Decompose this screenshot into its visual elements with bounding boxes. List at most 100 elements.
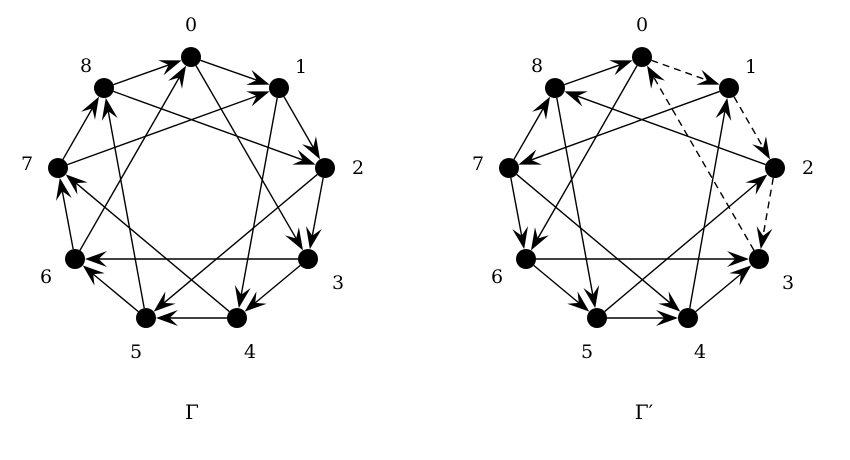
arrowhead bbox=[56, 177, 72, 201]
node-1 bbox=[269, 78, 289, 98]
edge-line bbox=[513, 108, 544, 160]
arrowhead bbox=[532, 96, 551, 120]
edge-2-to-3 bbox=[306, 177, 324, 250]
node-label-1: 1 bbox=[745, 56, 757, 78]
node-label-6: 6 bbox=[40, 266, 52, 288]
edge-line bbox=[564, 64, 620, 86]
arrowhead bbox=[65, 174, 88, 195]
edge-line bbox=[62, 108, 93, 160]
edge-1-to-7 bbox=[518, 90, 720, 165]
edge-line bbox=[762, 177, 774, 236]
edge-line bbox=[67, 95, 258, 166]
edge-line bbox=[240, 97, 278, 295]
edge-8-to-5 bbox=[556, 97, 600, 309]
node-label-7: 7 bbox=[21, 153, 33, 175]
arrowhead bbox=[292, 149, 316, 165]
edge-line bbox=[533, 264, 580, 304]
edge-6-to-5 bbox=[533, 264, 590, 312]
edge-8-to-0 bbox=[564, 60, 633, 86]
node-label-5: 5 bbox=[581, 341, 593, 363]
graph-caption: Γ′ bbox=[635, 400, 654, 424]
arrowhead bbox=[752, 136, 771, 160]
edge-line bbox=[651, 59, 707, 81]
edge-0-to-6 bbox=[530, 65, 638, 251]
node-0 bbox=[632, 47, 652, 67]
node-8 bbox=[94, 78, 114, 98]
node-7 bbox=[499, 158, 519, 178]
arrowhead bbox=[696, 69, 720, 85]
node-label-7: 7 bbox=[472, 153, 484, 175]
arrowhead bbox=[647, 65, 665, 89]
arrowhead bbox=[512, 226, 528, 250]
edge-2-to-3 bbox=[756, 177, 774, 250]
edge-1-to-2 bbox=[733, 96, 771, 160]
edge-line bbox=[254, 264, 301, 304]
arrowhead bbox=[727, 251, 749, 267]
arrowhead bbox=[583, 285, 600, 309]
edge-6-to-0 bbox=[79, 65, 187, 251]
arrowhead bbox=[168, 65, 187, 89]
node-label-8: 8 bbox=[531, 55, 543, 77]
edge-5-to-8 bbox=[101, 97, 145, 309]
edge-7-to-8 bbox=[62, 96, 100, 160]
edge-7-to-1 bbox=[67, 91, 270, 166]
node-label-3: 3 bbox=[332, 272, 344, 294]
edge-2-to-5 bbox=[153, 173, 318, 312]
edge-4-to-5 bbox=[156, 310, 227, 326]
edge-6-to-3 bbox=[536, 251, 749, 267]
edge-line bbox=[195, 65, 297, 239]
edge-1-to-2 bbox=[283, 96, 321, 160]
arrowhead bbox=[246, 69, 270, 85]
arrowhead bbox=[745, 174, 768, 195]
edge-0-to-1 bbox=[200, 59, 270, 85]
edge-8-to-0 bbox=[113, 60, 182, 86]
node-6 bbox=[65, 249, 85, 269]
edge-line bbox=[75, 182, 230, 313]
arrowhead bbox=[81, 96, 100, 120]
node-label-0: 0 bbox=[636, 14, 648, 36]
edge-line bbox=[733, 96, 764, 148]
node-0 bbox=[181, 47, 201, 67]
arrowhead bbox=[85, 251, 107, 267]
edge-line bbox=[107, 111, 145, 309]
edge-0-to-1 bbox=[651, 59, 720, 85]
node-label-8: 8 bbox=[80, 55, 92, 77]
arrowhead bbox=[101, 97, 118, 121]
node-7 bbox=[48, 158, 68, 178]
edge-line bbox=[604, 182, 758, 313]
edge-line bbox=[200, 59, 257, 81]
node-label-3: 3 bbox=[782, 272, 794, 294]
node-5 bbox=[136, 308, 156, 328]
node-6 bbox=[516, 249, 536, 269]
arrowhead bbox=[82, 265, 105, 286]
arrowhead bbox=[715, 97, 732, 121]
node-label-6: 6 bbox=[491, 266, 503, 288]
arrowhead bbox=[306, 226, 322, 250]
edge-line bbox=[113, 90, 304, 161]
node-label-2: 2 bbox=[352, 157, 364, 179]
arrowhead bbox=[153, 291, 176, 312]
arrowhead bbox=[285, 227, 303, 251]
node-4 bbox=[678, 308, 698, 328]
edge-7-to-8 bbox=[513, 96, 551, 160]
edge-3-to-0 bbox=[647, 65, 755, 251]
arrowhead bbox=[246, 91, 270, 107]
node-label-4: 4 bbox=[244, 341, 256, 363]
node-4 bbox=[227, 308, 247, 328]
edge-line bbox=[537, 65, 638, 239]
edge-5-to-2 bbox=[604, 174, 768, 313]
arrowhead bbox=[302, 136, 321, 160]
edge-line bbox=[516, 173, 671, 304]
edge-3-to-4 bbox=[244, 264, 301, 312]
node-3 bbox=[749, 249, 769, 269]
edge-5-to-6 bbox=[82, 265, 139, 313]
arrowhead bbox=[656, 310, 678, 326]
arrowhead bbox=[564, 91, 588, 107]
edge-3-to-6 bbox=[85, 251, 298, 267]
edge-4-to-3 bbox=[695, 265, 752, 313]
edge-line bbox=[311, 177, 324, 236]
node-2 bbox=[765, 158, 785, 178]
edge-4-to-1 bbox=[689, 97, 732, 309]
